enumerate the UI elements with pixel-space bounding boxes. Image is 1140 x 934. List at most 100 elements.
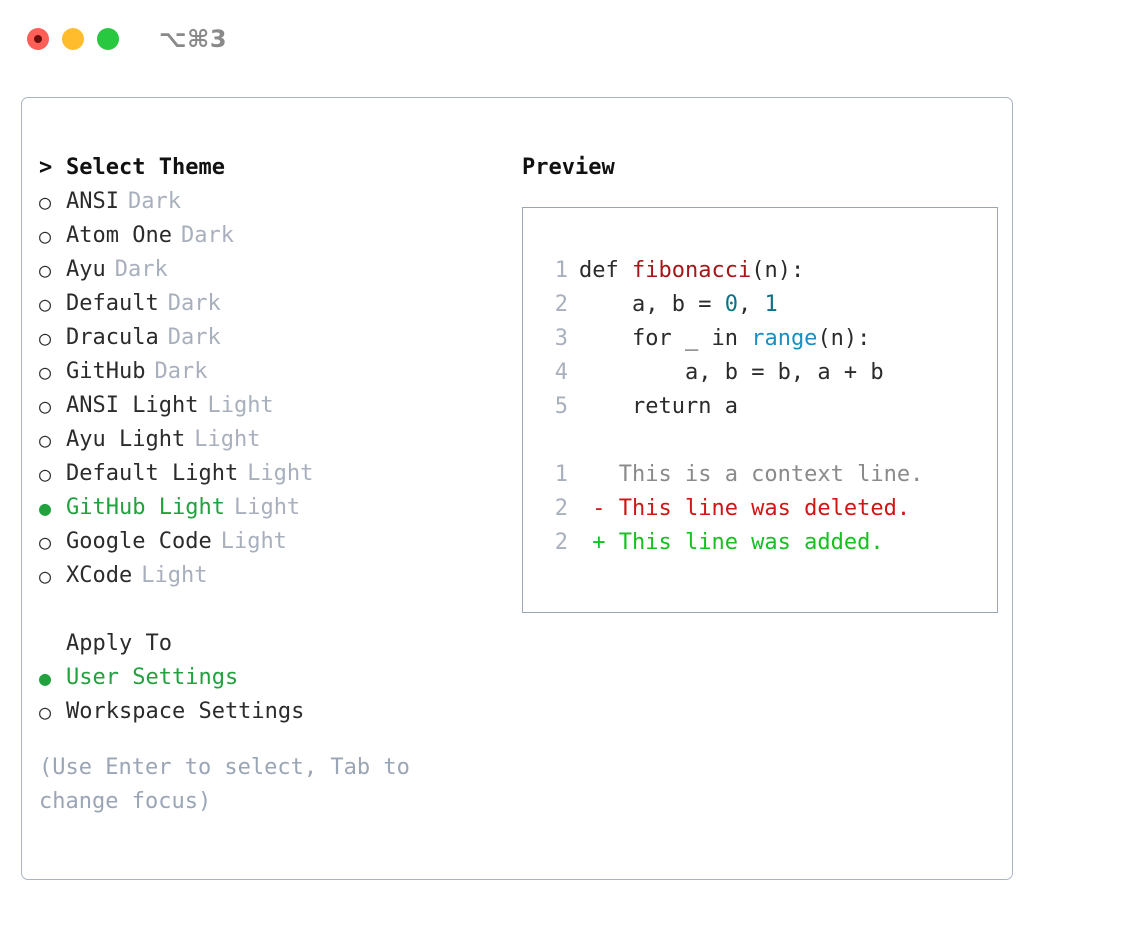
code-line-content: a, b = 0, 1 xyxy=(579,288,778,322)
title-bar: ⌥⌘3 xyxy=(0,0,1140,78)
code-line: 2 a, b = 0, 1 xyxy=(540,288,997,322)
section-spacer xyxy=(39,593,479,627)
code-line-number: 1 xyxy=(554,258,568,283)
theme-variant-tag: Light xyxy=(247,461,314,486)
theme-variant-tag: Light xyxy=(233,495,301,520)
code-token: , xyxy=(737,292,765,317)
code-token: def xyxy=(579,258,632,283)
close-window-button[interactable] xyxy=(27,28,49,50)
theme-option-label: Default xyxy=(66,291,159,316)
code-token: return a xyxy=(631,394,738,419)
code-line-number: 2 xyxy=(554,292,568,317)
code-line-number: 3 xyxy=(554,326,568,351)
radio-unselected-icon: ○ xyxy=(39,224,52,248)
theme-variant-tag: Dark xyxy=(180,223,234,248)
theme-option[interactable]: ○ ANSI Light Light xyxy=(39,389,479,423)
diff-line-content: This is a context line. xyxy=(579,462,924,487)
theme-variant-tag: Light xyxy=(141,563,208,588)
theme-option[interactable]: ○ Ayu Dark xyxy=(39,253,479,287)
code-token: range xyxy=(751,326,818,351)
code-token: 0 xyxy=(724,292,738,317)
theme-variant-tag: Dark xyxy=(127,189,181,214)
theme-variant-tag: Light xyxy=(220,529,287,554)
radio-unselected-icon: ○ xyxy=(39,462,52,486)
theme-option-label: Ayu xyxy=(66,257,106,282)
preview-title: Preview xyxy=(522,155,615,180)
radio-selected-icon: ● xyxy=(39,496,52,520)
keyboard-hint: (Use Enter to select, Tab to change focu… xyxy=(39,755,410,814)
theme-option[interactable]: ○ Google Code Light xyxy=(39,525,479,559)
radio-unselected-icon: ○ xyxy=(39,564,52,588)
theme-option-label: ANSI Light xyxy=(66,393,199,418)
theme-variant-tag: Light xyxy=(207,393,274,418)
diff-line-number: 1 xyxy=(554,462,568,487)
code-line-number: 4 xyxy=(554,360,568,385)
radio-unselected-icon: ○ xyxy=(39,326,52,350)
theme-option[interactable]: ● GitHub Light Light xyxy=(39,491,479,525)
radio-unselected-icon: ○ xyxy=(39,530,52,554)
theme-option[interactable]: ○ Atom One Dark xyxy=(39,219,479,253)
code-line-content: def fibonacci(n): xyxy=(579,254,804,288)
radio-unselected-icon: ○ xyxy=(39,394,52,418)
radio-unselected-icon: ○ xyxy=(39,190,52,214)
diff-spacer xyxy=(540,424,997,458)
code-token: (n): xyxy=(817,326,871,351)
code-token: (n): xyxy=(751,258,805,283)
code-token: 1 xyxy=(764,292,778,317)
theme-option-label: XCode xyxy=(66,563,133,588)
apply-to-header: Apply To xyxy=(39,627,479,661)
theme-variant-tag: Dark xyxy=(114,257,168,282)
apply-to-option[interactable]: ○ Workspace Settings xyxy=(39,695,479,729)
code-line-content: a, b = b, a + b xyxy=(579,356,884,390)
apply-to-option[interactable]: ●User Settings xyxy=(39,661,479,695)
theme-option-label: GitHub xyxy=(66,359,146,384)
apply-to-title: Apply To xyxy=(66,631,172,656)
diff-line: 2 - This line was deleted. xyxy=(540,492,997,526)
maximize-window-button[interactable] xyxy=(97,28,119,50)
radio-unselected-icon: ○ xyxy=(39,258,52,282)
code-line-number: 5 xyxy=(554,394,568,419)
prompt-caret-icon: > xyxy=(39,155,53,180)
code-line-content: return a xyxy=(579,390,738,424)
diff-line: 1 This is a context line. xyxy=(540,458,997,492)
code-token: a, b = xyxy=(631,292,725,317)
theme-option-label: Default Light xyxy=(66,461,239,486)
theme-option[interactable]: ○ XCode Light xyxy=(39,559,479,593)
theme-option-label: Google Code xyxy=(66,529,212,554)
theme-option-label: Atom One xyxy=(66,223,172,248)
theme-variant-tag: Light xyxy=(194,427,261,452)
theme-option-label: Dracula xyxy=(66,325,159,350)
radio-selected-icon: ● xyxy=(39,666,52,690)
theme-option[interactable]: ○ Default Light Light xyxy=(39,457,479,491)
diff-line-number: 2 xyxy=(554,496,568,521)
radio-unselected-icon: ○ xyxy=(39,700,52,724)
diff-line: 2 + This line was added. xyxy=(540,526,997,560)
diff-sample: 1 This is a context line.2 - This line w… xyxy=(540,458,997,560)
theme-option-label: GitHub Light xyxy=(66,495,225,520)
code-line-content: for _ in range(n): xyxy=(579,322,870,356)
apply-to-options: ●User Settings ○ Workspace Settings xyxy=(39,661,479,729)
code-line: 1 def fibonacci(n): xyxy=(540,254,997,288)
theme-variant-tag: Dark xyxy=(167,291,221,316)
code-line: 4 a, b = b, a + b xyxy=(540,356,997,390)
window-controls xyxy=(27,28,119,50)
minimize-window-button[interactable] xyxy=(62,28,84,50)
theme-option-label: Ayu Light xyxy=(66,427,186,452)
radio-unselected-icon: ○ xyxy=(39,360,52,384)
code-line: 3 for _ in range(n): xyxy=(540,322,997,356)
select-theme-header: > Select Theme xyxy=(39,151,479,185)
apply-to-option-label: Workspace Settings xyxy=(66,699,305,724)
code-token: for _ in xyxy=(631,326,752,351)
code-line: 5 return a xyxy=(540,390,997,424)
